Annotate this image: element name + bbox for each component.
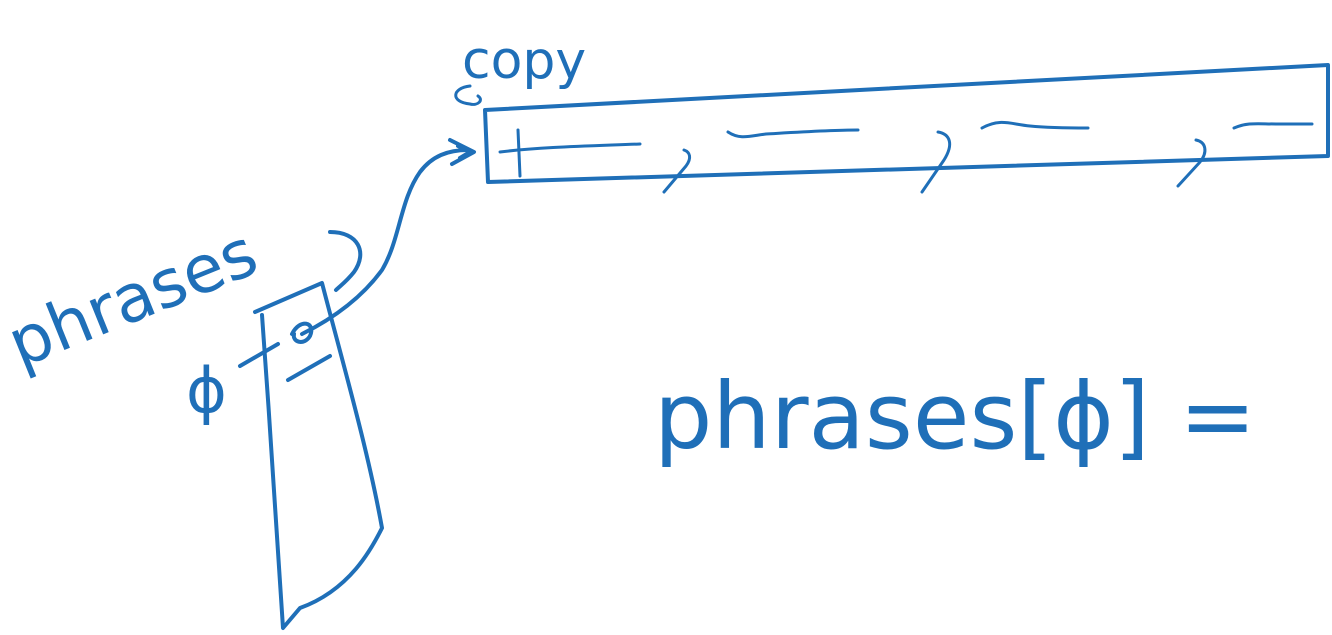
buffer-fourth-word: [1232, 122, 1314, 130]
copy-hook-mark: [454, 84, 482, 106]
array-slot-0-tick: [238, 342, 280, 368]
buffer-cursor-mark: [516, 128, 522, 178]
array-slot-0-mark: [290, 321, 314, 344]
phrases-array-box: [253, 281, 384, 630]
index-zero-label: ϕ: [186, 354, 227, 427]
copy-label: copy: [462, 31, 586, 91]
string-buffer-box: [483, 63, 1330, 184]
array-slot-divider: [286, 354, 332, 382]
buffer-comma-2: [920, 130, 952, 194]
buffer-first-word: [498, 142, 642, 154]
expression-text: phrases[ϕ] =: [654, 363, 1256, 470]
pointer-arrow-line: [300, 148, 470, 336]
buffer-comma-3: [1176, 138, 1207, 188]
phrases-hook-mark: [328, 230, 363, 292]
pointer-arrow-head: [448, 138, 476, 166]
phrases-label: phrases: [0, 214, 268, 383]
buffer-second-word: [726, 128, 860, 139]
buffer-third-word: [980, 120, 1090, 130]
phrases-label-group: phrases: [0, 214, 268, 383]
buffer-comma-1: [662, 148, 692, 194]
